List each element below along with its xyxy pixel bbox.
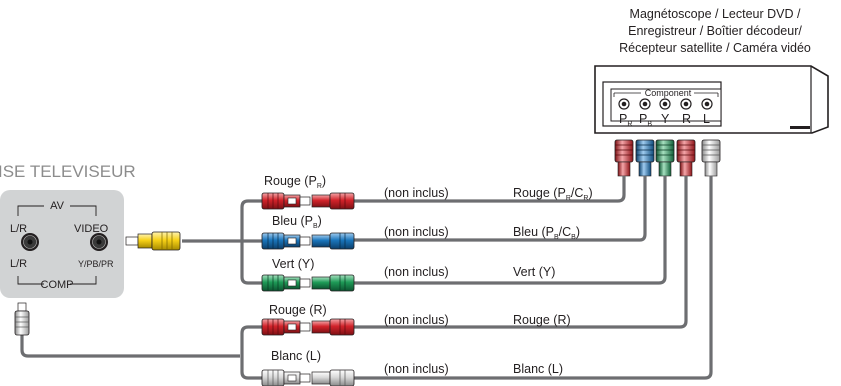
tv-video-label: VIDEO [74, 223, 109, 235]
device-jack-y[interactable] [659, 98, 671, 110]
device-plug-blue-pb [635, 139, 655, 177]
jack-label-pb: PB [639, 112, 652, 128]
label-plug-white-l: Blanc (L) [271, 349, 321, 363]
cable-red-pr [354, 176, 626, 203]
note-green-y: (non inclus) [384, 265, 449, 279]
plug-pair-green-y [261, 274, 355, 292]
tv-av-label: AV [50, 200, 65, 212]
device-plug-white-l [701, 139, 721, 177]
device-jack-pb[interactable] [639, 98, 651, 110]
cable-red-r [354, 176, 688, 329]
jack-label-r: R [682, 112, 691, 126]
device-plug-red-r [676, 139, 696, 177]
device-caption-line3: Récepteur satellite / Caméra vidéo [619, 41, 811, 55]
label-plug-green-y: Vert (Y) [272, 257, 314, 271]
device-plug-green-y [655, 139, 675, 177]
label-plug-blue-pb: Bleu (PB) [272, 214, 322, 230]
dest-red-r: Rouge (R) [513, 313, 571, 327]
device-caption-line1: Magnétoscope / Lecteur DVD / [630, 7, 801, 21]
cable-split-r-l [240, 325, 262, 380]
dest-red-pr: Rouge (PR/CR) [513, 186, 593, 202]
device-jack-l[interactable] [701, 98, 713, 110]
tv-lr-bottom-label: L/R [10, 258, 27, 270]
dest-white-l: Blanc (L) [513, 362, 563, 376]
note-white-l: (non inclus) [384, 362, 449, 376]
plug-yellow-video [125, 231, 181, 251]
device-jack-r[interactable] [680, 98, 692, 110]
note-red-r: (non inclus) [384, 313, 449, 327]
plug-pair-white-l [261, 369, 355, 386]
jack-label-pr: PR [619, 112, 632, 128]
tv-panel [0, 190, 124, 298]
jack-label-y: Y [661, 112, 670, 126]
tv-ypbpr-label: Y/PB/PR [78, 259, 114, 269]
tv-lr-top-label: L/R [10, 223, 27, 235]
component-label: Component [645, 88, 692, 98]
plug-pair-red-r [261, 318, 355, 336]
cable-blue-pb [354, 176, 647, 242]
label-plug-red-pr: Rouge (PR) [264, 174, 326, 190]
tv-jack-video[interactable] [90, 233, 108, 251]
label-plug-red-r: Rouge (R) [269, 303, 327, 317]
device-caption-line2: Enregistreur / Boîtier décodeur/ [628, 24, 802, 38]
note-red-pr: (non inclus) [384, 186, 449, 200]
note-blue-pb: (non inclus) [384, 225, 449, 239]
plug-white-tv-audio [14, 302, 30, 336]
cable-audio-main [20, 335, 240, 358]
plug-pair-blue-pb [261, 232, 355, 250]
cable-green-y [354, 176, 667, 285]
device-jack-pr[interactable] [618, 98, 630, 110]
plug-pair-red-pr [261, 192, 355, 210]
tv-comp-label: COMP [41, 279, 74, 291]
jack-label-l: L [703, 112, 710, 126]
dest-blue-pb: Bleu (PB/CB) [513, 225, 580, 241]
device-plug-red-pr [614, 139, 634, 177]
dest-green-y: Vert (Y) [513, 265, 555, 279]
cables [20, 176, 713, 380]
tv-jack-lr[interactable] [21, 233, 39, 251]
tv-title: ISE TELEVISEUR [0, 162, 136, 181]
cable-white-l [354, 176, 713, 380]
